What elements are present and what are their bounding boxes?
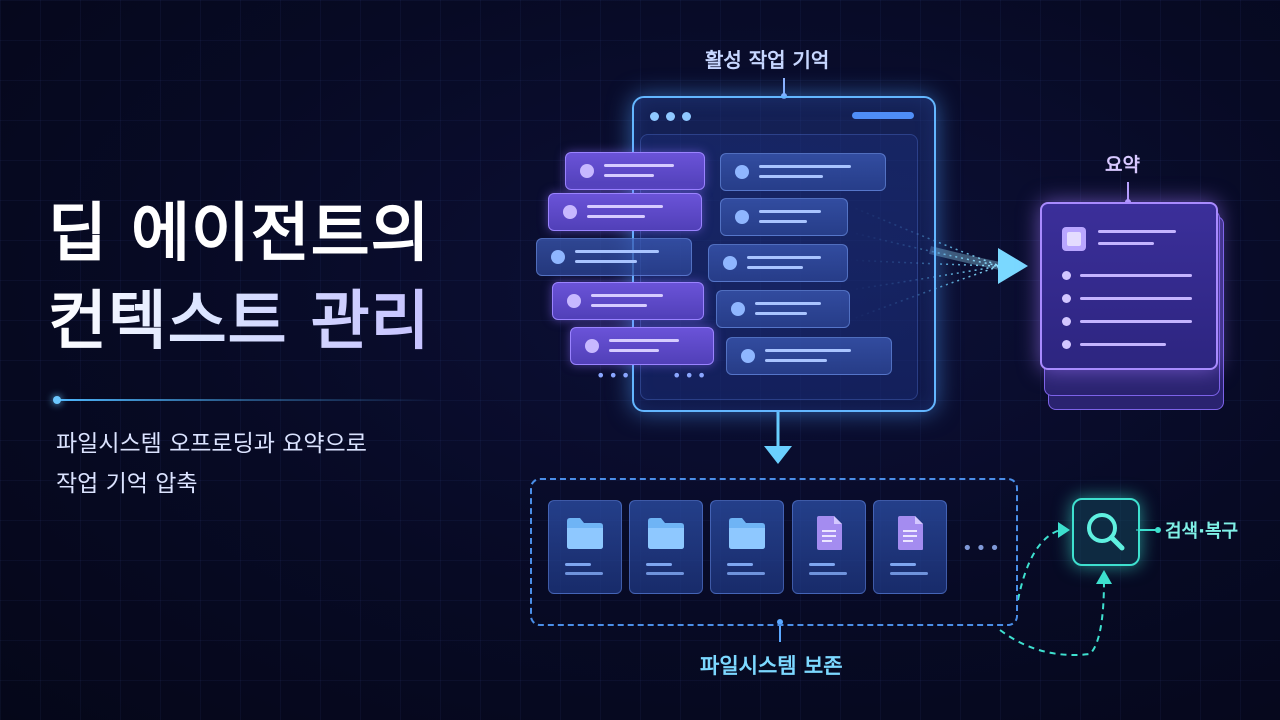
flow-particles [849, 205, 1001, 321]
subtitle-line-1: 파일시스템 오프로딩과 요약으로 [56, 431, 367, 457]
filesystem-preserve-label: 파일시스템 보존 [700, 654, 843, 678]
summary-line [1080, 343, 1166, 346]
document-icon [898, 516, 923, 550]
search-box [1072, 498, 1140, 566]
file-card [710, 500, 784, 594]
filesystem-storage-area [530, 478, 1018, 626]
window-dot [666, 112, 675, 121]
summary-line [1080, 297, 1192, 300]
divider-dot [53, 396, 61, 404]
title-divider [56, 399, 436, 401]
memory-card [726, 337, 892, 375]
arrow-right-icon [998, 248, 1028, 284]
folder-icon [648, 518, 684, 549]
summary-bullet [1062, 271, 1071, 280]
memory-card [720, 153, 886, 191]
window-dot [682, 112, 691, 121]
summary-line [1098, 230, 1176, 233]
document-icon [817, 516, 842, 550]
summary-line [1098, 242, 1154, 245]
memory-card [552, 282, 704, 320]
summary-bullet [1062, 294, 1071, 303]
folder-icon [567, 518, 603, 549]
summary-line [1080, 274, 1192, 277]
file-card [629, 500, 703, 594]
subtitle: 파일시스템 오프로딩과 요약으로 작업 기억 압축 [56, 424, 367, 504]
active-memory-label: 활성 작업 기억 [705, 48, 830, 72]
memory-card [548, 193, 702, 231]
memory-card [716, 290, 850, 328]
memory-card [536, 238, 692, 276]
folder-icon [729, 518, 765, 549]
file-card [548, 500, 622, 594]
summary-bullet [1062, 317, 1071, 326]
search-restore-label: 검색·복구 [1165, 521, 1239, 542]
search-icon [1087, 513, 1125, 551]
memory-card [565, 152, 705, 190]
window-title-bar [852, 112, 914, 119]
memory-card [720, 198, 848, 236]
title-line-2: 컨텍스트 관리 [48, 278, 431, 366]
summary-label: 요약 [1105, 154, 1140, 176]
window-dot [650, 112, 659, 121]
more-indicator: ••• [596, 366, 634, 385]
summary-line [1080, 320, 1192, 323]
title-line-1: 딥 에이전트의 [48, 197, 431, 271]
summary-thumbnail-inner [1067, 232, 1081, 246]
page-title: 딥 에이전트의 컨텍스트 관리 [48, 190, 431, 366]
summary-bullet [1062, 340, 1071, 349]
more-files-indicator: ••• [962, 538, 1003, 559]
memory-card [708, 244, 848, 282]
more-indicator: ••• [672, 366, 710, 385]
memory-card [570, 327, 714, 365]
file-card [792, 500, 866, 594]
file-card [873, 500, 947, 594]
subtitle-line-2: 작업 기억 압축 [56, 471, 198, 497]
